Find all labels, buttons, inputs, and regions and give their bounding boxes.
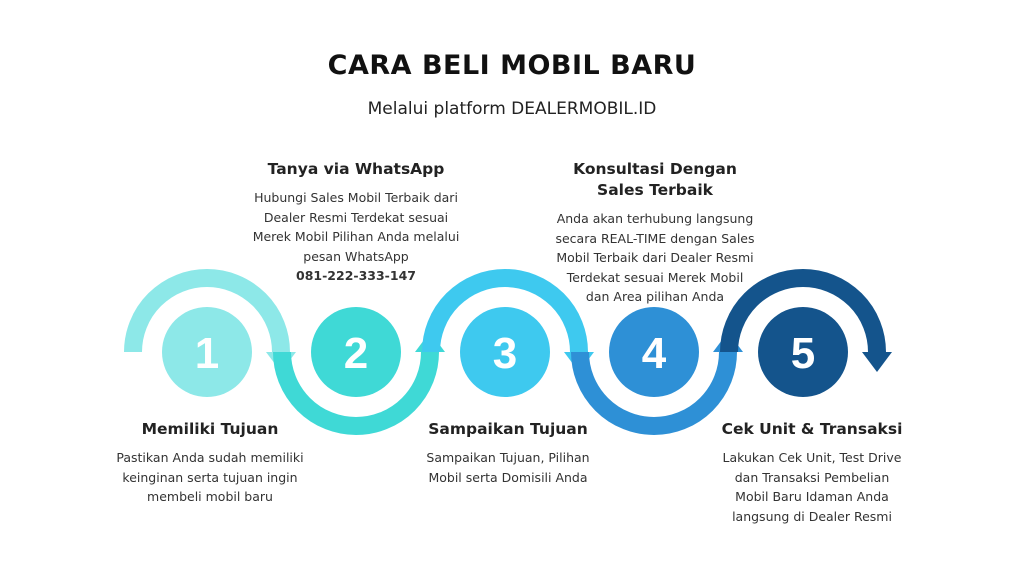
step-circle [311,307,401,397]
whatsapp-number: 081-222-333-147 [296,268,416,283]
step-number: 4 [642,329,667,378]
step-5-text: Cek Unit & Transaksi Lakukan Cek Unit, T… [712,419,912,526]
arrow-arc [571,351,737,435]
step-title: Sampaikan Tujuan [428,420,588,438]
step-title: Cek Unit & Transaksi [721,420,903,438]
arrow-arc [273,351,439,435]
step-number: 3 [493,329,517,378]
step-description: Anda akan terhubung langsung secara REAL… [555,211,755,304]
step-circle [460,307,550,397]
step-title: Memiliki Tujuan [141,420,279,438]
page-title: CARA BELI MOBIL BARU [327,50,697,81]
step-number: 2 [344,329,368,378]
arrow-down-icon [862,352,892,372]
arrow-arc [422,269,588,353]
step-description: Hubungi Sales Mobil Terbaik dari Dealer … [252,190,460,264]
step-2-text: Tanya via WhatsApp Hubungi Sales Mobil T… [246,159,466,286]
step-description: Lakukan Cek Unit, Test Drive dan Transak… [722,450,902,524]
step-number: 5 [791,329,815,378]
arrow-arc [124,269,290,353]
page-subtitle: Melalui platform DEALERMOBIL.ID [367,99,657,119]
step-title: Tanya via WhatsApp [267,160,445,178]
step-circle [758,307,848,397]
arrow-arc [720,269,886,353]
step-1-text: Memiliki Tujuan Pastikan Anda sudah memi… [110,419,310,507]
step-3-text: Sampaikan Tujuan Sampaikan Tujuan, Pilih… [408,419,608,487]
step-4-text: Konsultasi Dengan Sales Terbaik Anda aka… [550,159,760,307]
step-description: Sampaikan Tujuan, Pilihan Mobil serta Do… [426,450,590,485]
step-title: Konsultasi Dengan Sales Terbaik [573,160,737,199]
step-circle [609,307,699,397]
step-description: Pastikan Anda sudah memiliki keinginan s… [116,450,304,504]
step-number: 1 [195,329,219,378]
step-circle [162,307,252,397]
